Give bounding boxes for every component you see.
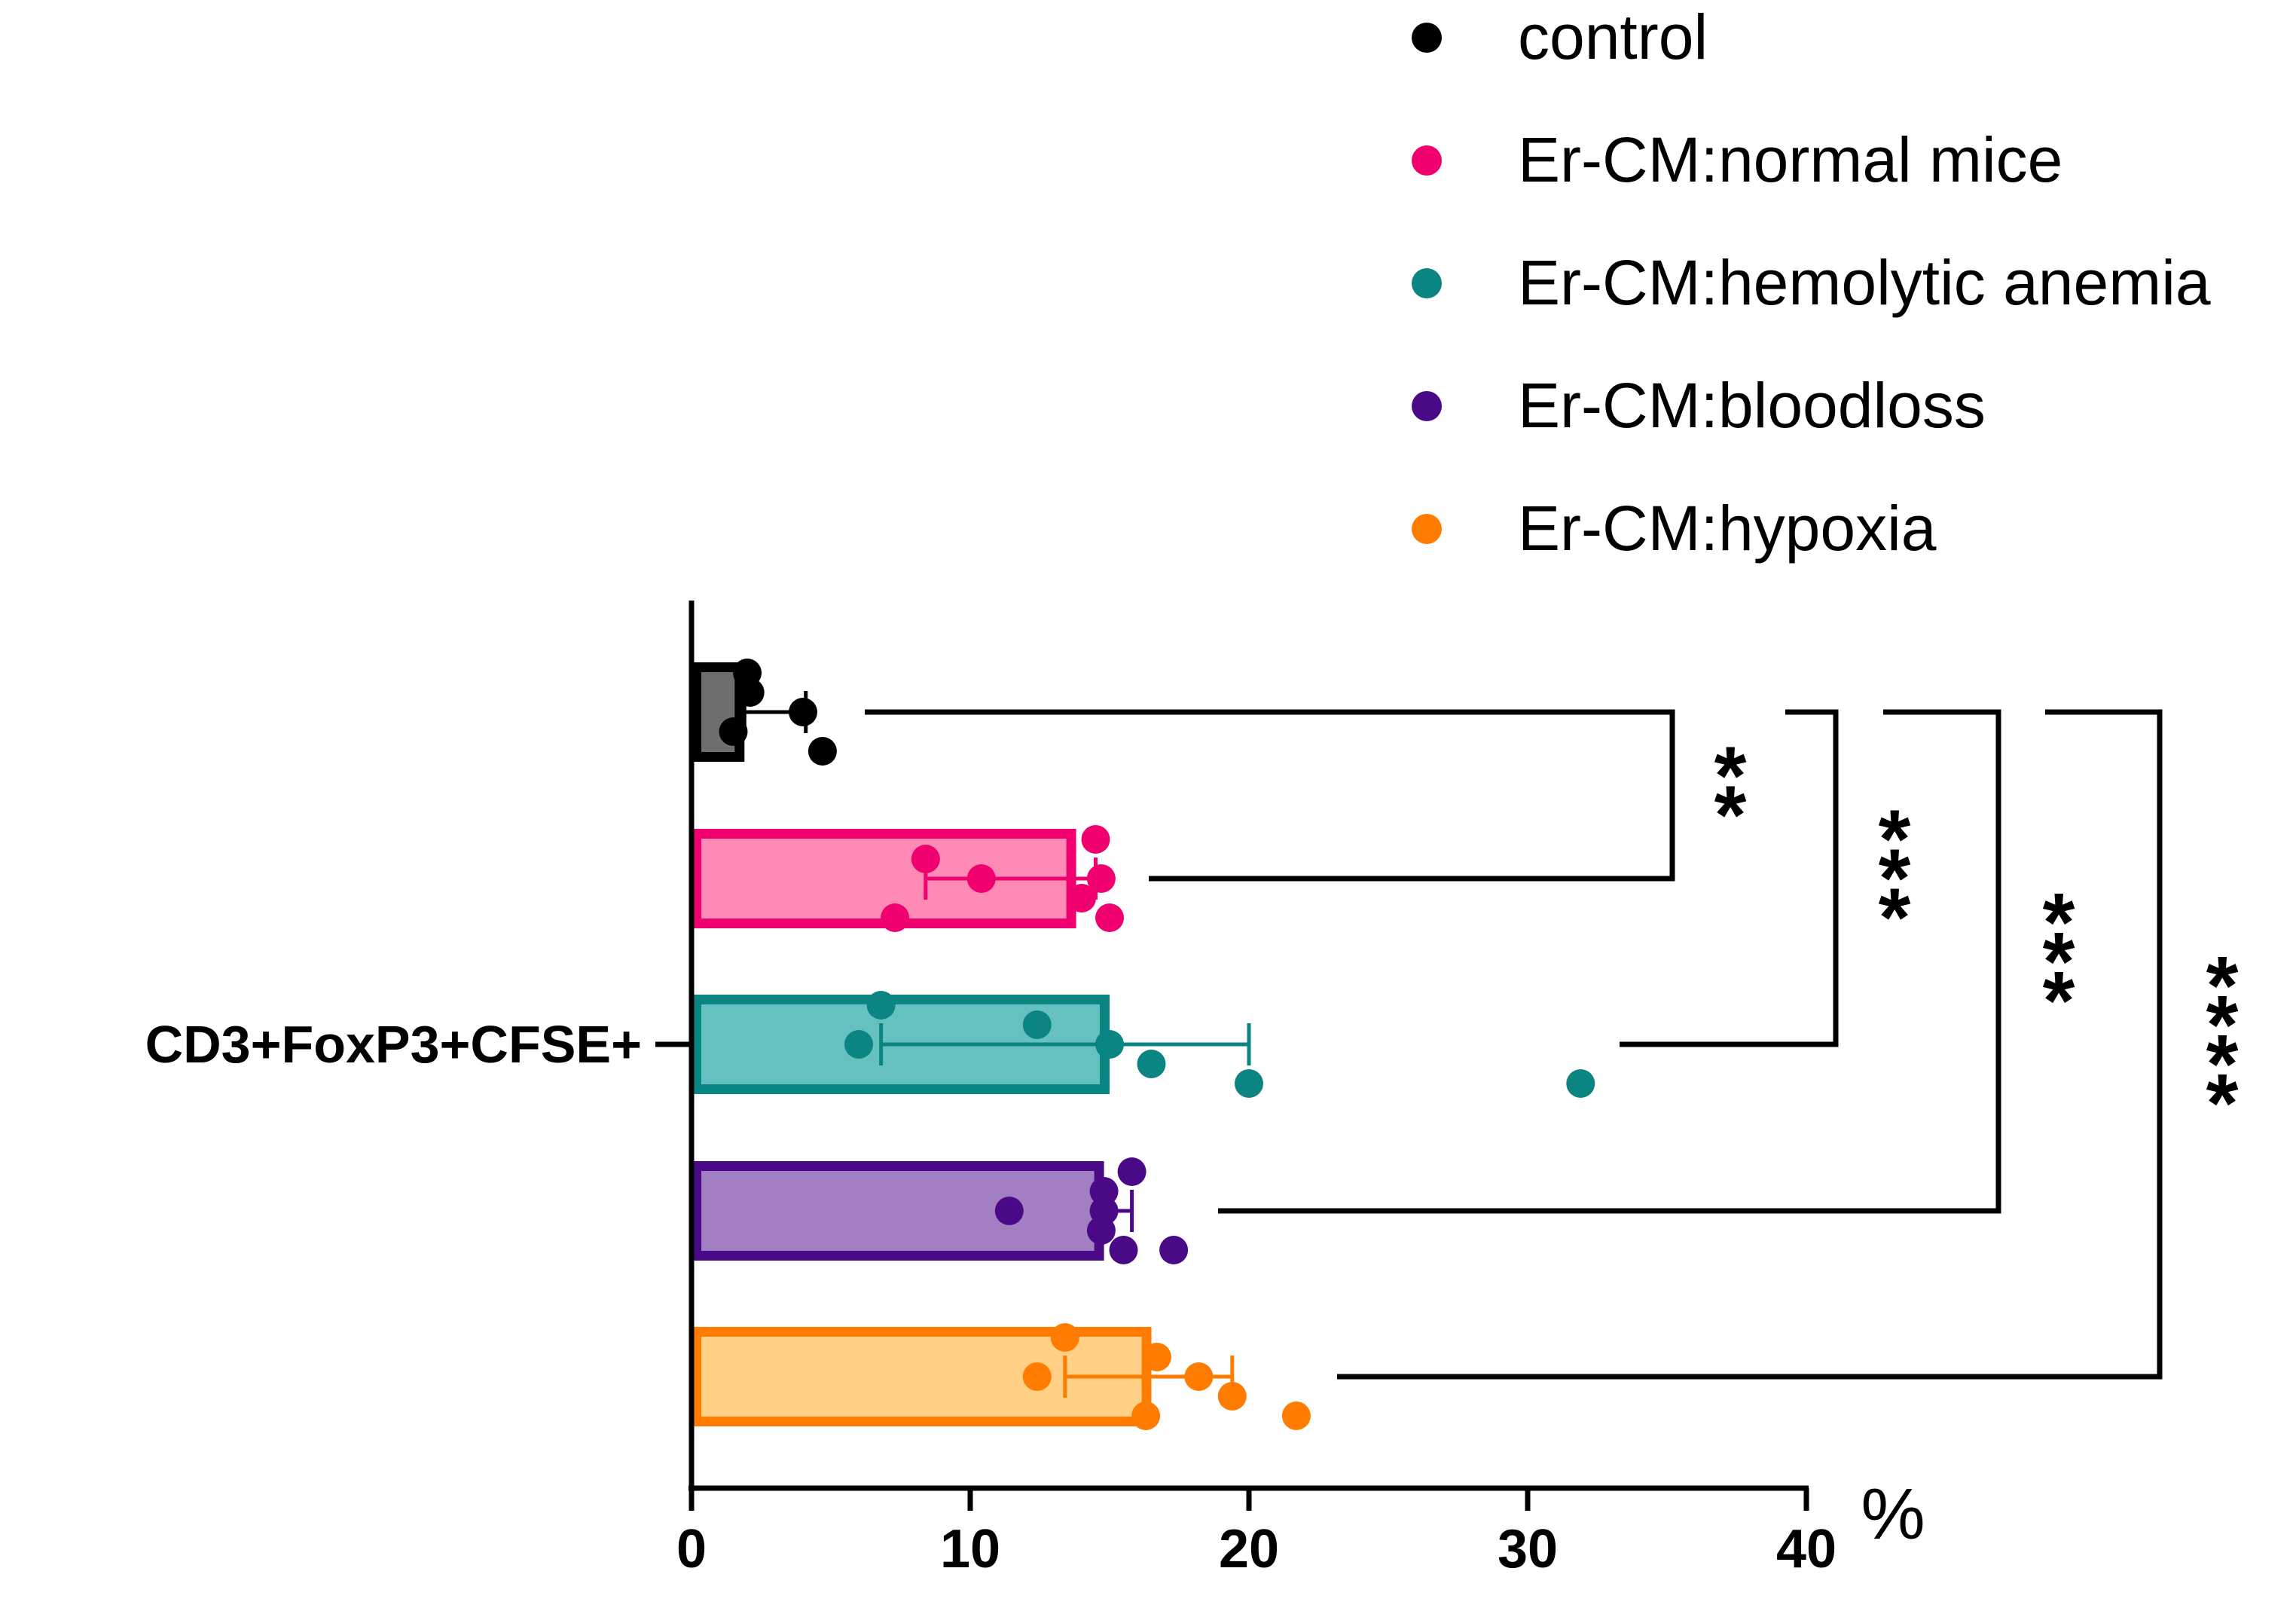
- legend-marker-0: [1412, 23, 1442, 53]
- legend-label-1: Er-CM:normal mice: [1518, 124, 2062, 195]
- point-1-1: [911, 845, 940, 873]
- point-4-3: [1217, 1382, 1247, 1411]
- point-1-6: [1095, 903, 1124, 932]
- sig-bracket-0: [865, 709, 1675, 882]
- point-2-1: [1022, 1010, 1052, 1039]
- sig-bracket-2: [1218, 709, 2001, 1214]
- point-1-5: [1086, 864, 1116, 893]
- point-2-6: [1566, 1069, 1595, 1098]
- point-3-0: [1117, 1157, 1146, 1186]
- point-1-0: [1081, 825, 1110, 854]
- point-0-3: [719, 717, 748, 746]
- legend-marker-2: [1412, 268, 1442, 298]
- sig-star-3-0: *: [2206, 940, 2239, 1032]
- point-4-6: [1131, 1402, 1161, 1430]
- sig-star-1-2: *: [1879, 872, 1911, 964]
- legend-label-2: Er-CM:hemolytic anemia: [1518, 247, 2211, 318]
- x-tick-label-3: 30: [1498, 1519, 1558, 1579]
- bar-0: [692, 662, 745, 762]
- sig-star-2-0: *: [2043, 876, 2075, 969]
- sig-star-0-0: *: [1714, 730, 1747, 823]
- legend-marker-3: [1412, 391, 1442, 421]
- sig-star-3-1: *: [2206, 979, 2239, 1071]
- sig-star-3-3: *: [2206, 1057, 2239, 1150]
- point-2-5: [844, 1030, 873, 1059]
- x-tick-label-0: 0: [676, 1519, 707, 1579]
- sig-star-0-1: *: [1714, 769, 1747, 862]
- data-points: [719, 659, 1595, 1430]
- sig-bracket-1: [1620, 709, 1839, 1047]
- point-3-4: [1159, 1236, 1189, 1264]
- point-4-5: [1022, 1362, 1052, 1391]
- point-2-0: [866, 991, 896, 1019]
- point-0-4: [808, 737, 837, 766]
- x-tick-label-2: 20: [1219, 1519, 1279, 1579]
- point-1-2: [966, 864, 996, 893]
- point-3-1: [1089, 1177, 1119, 1206]
- point-2-4: [1235, 1069, 1263, 1098]
- point-4-0: [1050, 1323, 1079, 1352]
- sig-star-3-2: *: [2206, 1018, 2239, 1111]
- legend-marker-1: [1412, 145, 1442, 176]
- axes: 0 10 20 30 40% CD3+FoxP3+CFSE+: [145, 601, 1925, 1579]
- point-2-3: [1137, 1050, 1166, 1078]
- point-3-6: [1109, 1236, 1138, 1264]
- legend-label-0: control: [1518, 2, 1708, 72]
- sig-bracket-3: [1337, 709, 2163, 1380]
- point-1-3: [1067, 884, 1096, 912]
- bar-3: [692, 1161, 1104, 1261]
- sig-star-2-1: *: [2043, 916, 2075, 1008]
- legend-marker-4: [1412, 514, 1442, 544]
- point-1-4: [881, 903, 910, 932]
- x-tick-label-4: 40: [1776, 1519, 1836, 1579]
- point-3-2: [994, 1197, 1024, 1225]
- point-3-5: [1089, 1197, 1119, 1225]
- sig-star-1-0: *: [1879, 793, 1911, 886]
- point-0-1: [735, 678, 765, 707]
- point-4-2: [1184, 1362, 1214, 1391]
- sig-star-1-1: *: [1879, 833, 1911, 925]
- legend-label-3: Er-CM:bloodloss: [1518, 370, 1986, 441]
- significance-brackets: ************: [865, 709, 2239, 1380]
- point-4-4: [1281, 1402, 1311, 1430]
- legend-label-4: Er-CM:hypoxia: [1518, 493, 1937, 564]
- x-tick-label-1: 10: [940, 1519, 1000, 1579]
- point-0-2: [789, 698, 817, 726]
- point-2-2: [1095, 1030, 1124, 1059]
- x-unit-label: %: [1861, 1474, 1925, 1554]
- sig-star-2-2: *: [2043, 955, 2075, 1047]
- y-category-label: CD3+FoxP3+CFSE+: [145, 1015, 642, 1074]
- point-4-1: [1142, 1343, 1171, 1371]
